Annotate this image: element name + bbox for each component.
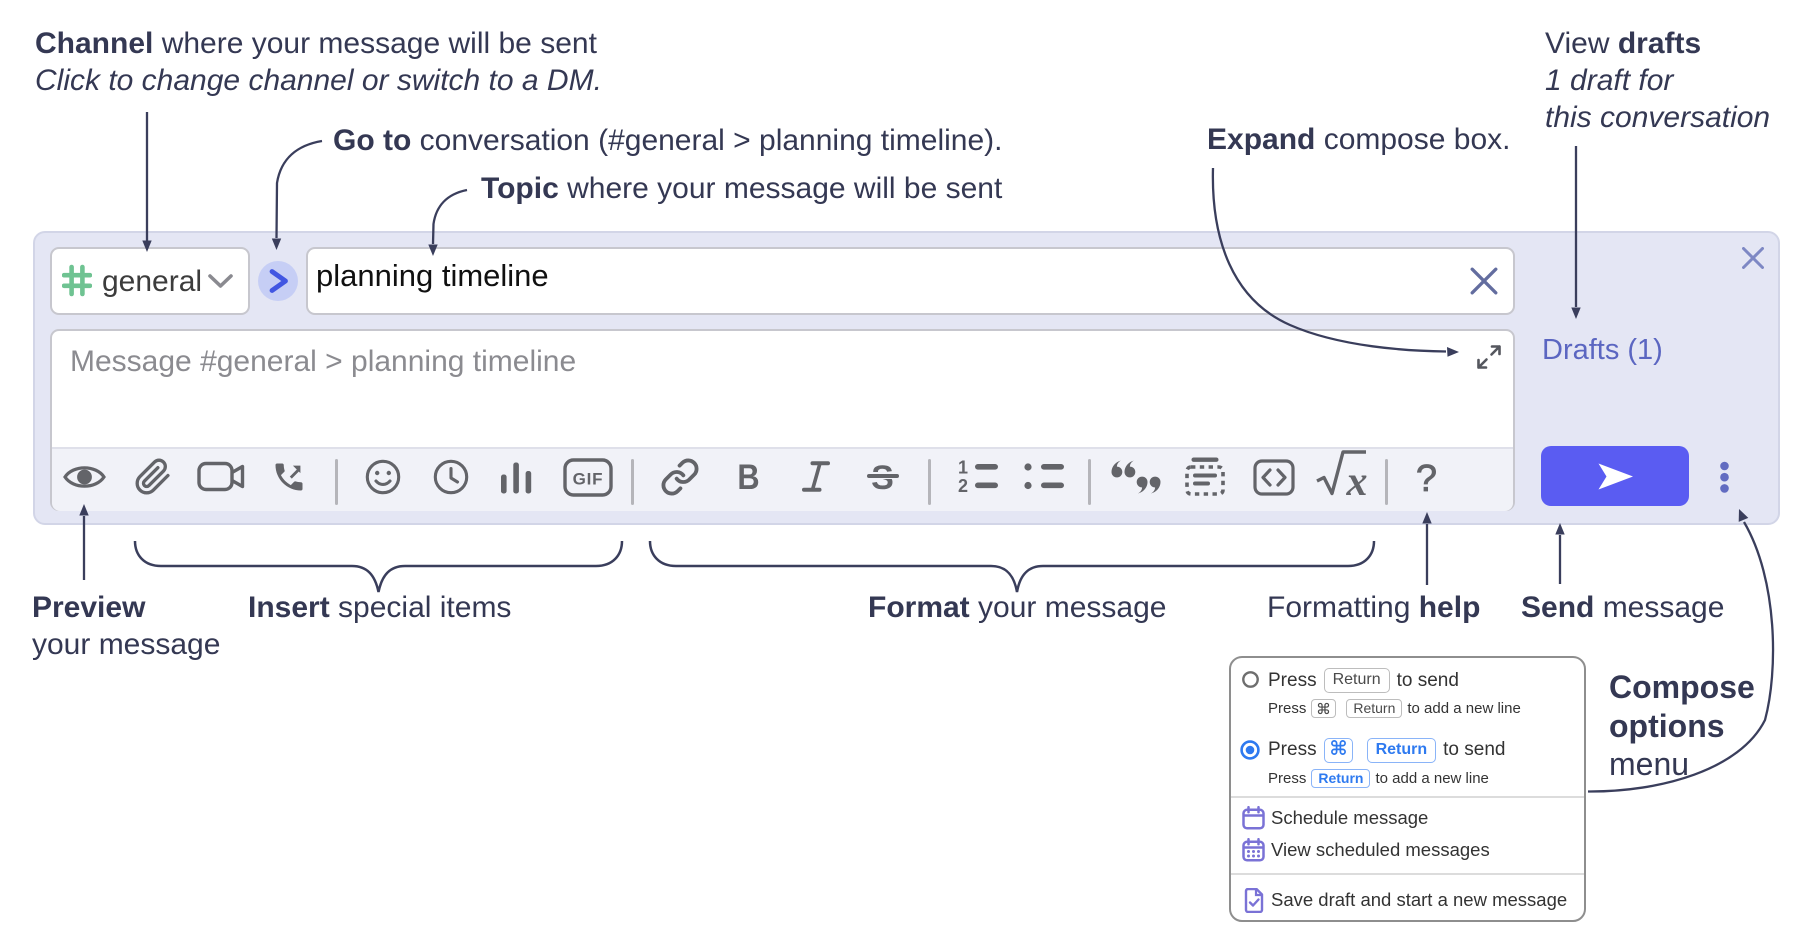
svg-text:GIF: GIF [573, 470, 604, 489]
svg-text:x: x [1346, 459, 1368, 496]
svg-text:1: 1 [958, 458, 968, 478]
svg-text:2: 2 [958, 476, 968, 495]
